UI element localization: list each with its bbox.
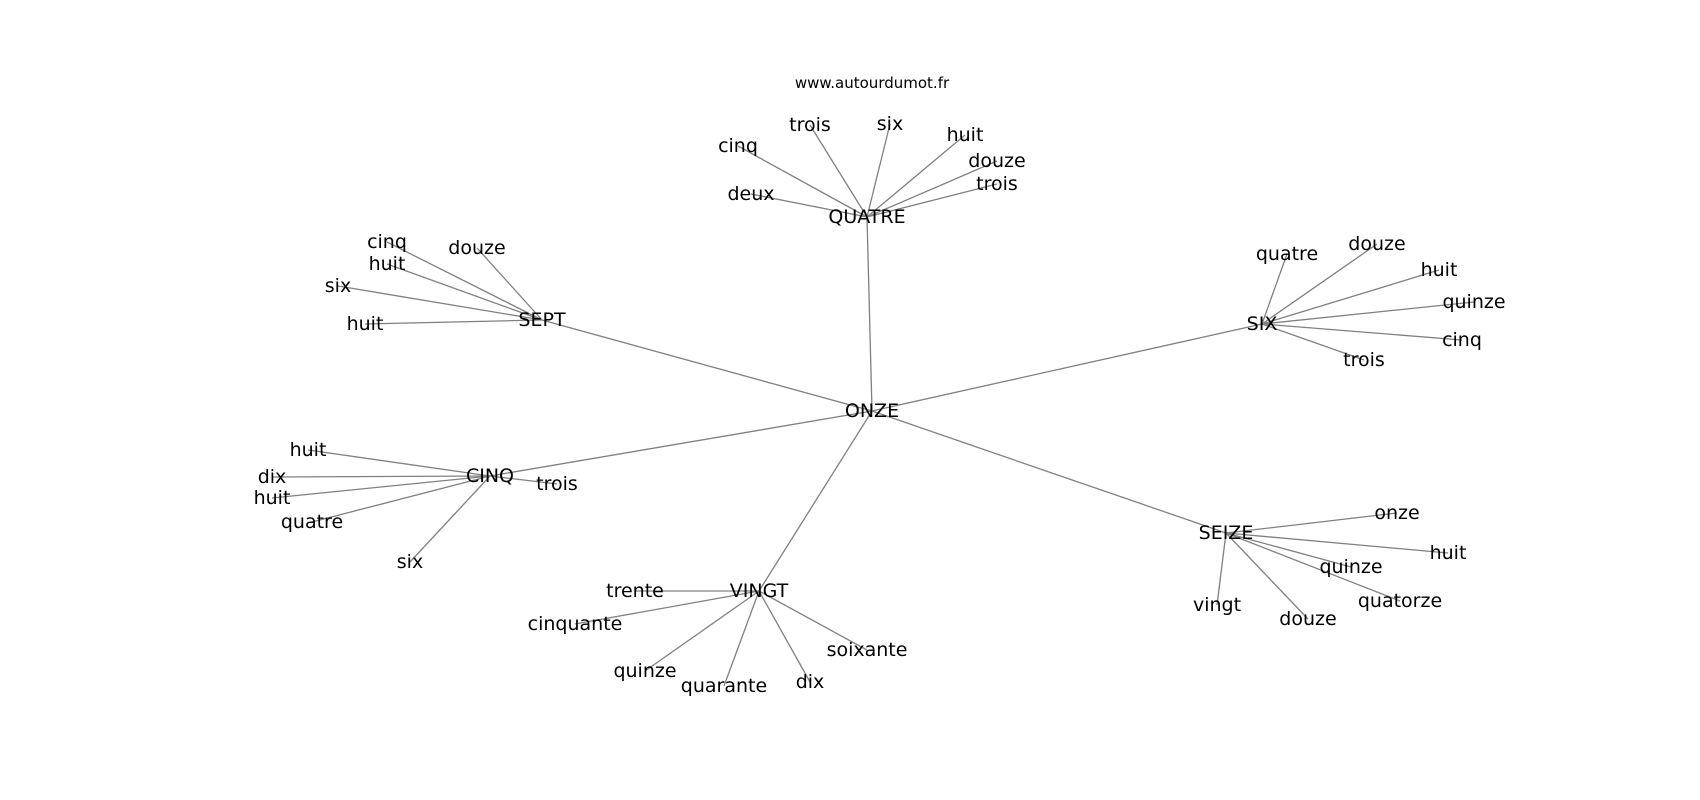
leaf-node-seize-quatorze: quatorze <box>1358 590 1442 612</box>
edge-six-trois <box>1261 323 1365 361</box>
edge-root-cinq <box>489 410 873 477</box>
leaf-node-seize-onze: onze <box>1374 502 1419 524</box>
leaf-node-quatre-cinq: cinq <box>718 135 758 157</box>
edge-root-vingt <box>758 410 873 592</box>
leaf-node-six-trois: trois <box>1343 349 1385 371</box>
leaf-node-sept-huit: huit <box>347 313 384 335</box>
edge-cinq-dix <box>271 475 491 478</box>
edge-quatre-trois <box>809 124 868 218</box>
edge-vingt-quinze <box>644 590 760 672</box>
edge-quatre-cinq <box>737 145 868 218</box>
leaf-node-six-cinq: cinq <box>1442 329 1482 351</box>
root-node-label: ONZE <box>845 400 899 422</box>
leaf-node-vingt-cinquante: cinquante <box>528 613 623 635</box>
edge-root-quatre <box>866 216 873 412</box>
hub-node-six: SIX <box>1247 313 1278 335</box>
leaf-node-sept-cinq: cinq <box>367 231 407 253</box>
edge-sept-douze <box>476 247 543 321</box>
edge-vingt-soixante <box>758 590 868 651</box>
hub-node-vingt: VINGT <box>730 580 789 602</box>
hub-node-seize: SEIZE <box>1199 522 1254 544</box>
hub-node-cinq: CINQ <box>466 465 514 487</box>
edge-cinq-huit <box>271 475 491 499</box>
edge-cinq-trois <box>489 475 558 485</box>
leaf-node-cinq-six: six <box>397 551 423 573</box>
edge-seize-quatorze <box>1225 532 1401 602</box>
leaf-node-quatre-huit: huit <box>947 124 984 146</box>
edge-sept-huit <box>386 263 543 321</box>
edge-quatre-douze <box>866 160 998 218</box>
edge-seize-quinze <box>1225 532 1352 568</box>
leaf-node-quatre-douze: douze <box>968 150 1025 172</box>
leaf-node-vingt-quinze: quinze <box>613 660 676 682</box>
leaf-node-seize-quinze: quinze <box>1319 556 1382 578</box>
leaf-node-sept-douze: douze <box>448 237 505 259</box>
leaf-node-six-quatre: quatre <box>1256 243 1318 265</box>
edge-quatre-trois <box>866 183 998 218</box>
leaf-node-cinq-dix: dix <box>258 466 287 488</box>
edge-vingt-dix <box>758 590 811 683</box>
edge-six-cinq <box>1261 323 1463 341</box>
edge-cinq-quatre <box>311 475 491 523</box>
edge-six-quatre <box>1261 253 1288 325</box>
leaf-node-cinq-quatre: quatre <box>281 511 343 533</box>
source-watermark: www.autourdumot.fr <box>795 74 950 92</box>
leaf-node-quatre-deux: deux <box>727 183 774 205</box>
edge-vingt-cinquante <box>574 590 760 625</box>
leaf-node-quatre-six: six <box>877 113 903 135</box>
edge-quatre-huit <box>866 134 966 218</box>
leaf-node-six-quinze: quinze <box>1442 291 1505 313</box>
leaf-node-quatre-trois: trois <box>976 173 1018 195</box>
leaf-node-six-huit: huit <box>1421 259 1458 281</box>
leaf-node-quatre-trois: trois <box>789 114 831 136</box>
edge-cinq-huit <box>307 449 491 477</box>
hub-node-quatre: QUATRE <box>828 206 905 228</box>
leaf-node-cinq-huit: huit <box>290 439 327 461</box>
leaf-node-sept-huit: huit <box>369 253 406 275</box>
leaf-node-vingt-soixante: soixante <box>827 639 908 661</box>
labels-layer: www.autourdumot.fr ONZE QUATRE cinq trois si… <box>254 74 1506 697</box>
edge-sept-six <box>337 285 543 321</box>
leaf-node-sept-six: six <box>325 275 351 297</box>
leaf-node-seize-douze: douze <box>1279 608 1336 630</box>
edge-sept-cinq <box>386 241 543 321</box>
leaf-node-seize-huit: huit <box>1430 542 1467 564</box>
edge-vingt-quarante <box>723 590 760 687</box>
hub-node-sept: SEPT <box>518 309 566 331</box>
edge-seize-vingt <box>1216 532 1227 606</box>
leaf-node-cinq-huit: huit <box>254 487 291 509</box>
edge-six-quinze <box>1261 301 1475 325</box>
leaf-node-cinq-trois: trois <box>536 473 578 495</box>
edge-root-six <box>871 323 1263 412</box>
leaf-node-vingt-dix: dix <box>796 671 825 693</box>
edge-quatre-deux <box>750 193 868 218</box>
leaf-node-vingt-trente: trente <box>606 580 664 602</box>
edge-six-huit <box>1261 269 1440 325</box>
leaf-node-six-douze: douze <box>1348 233 1405 255</box>
leaf-node-seize-vingt: vingt <box>1193 594 1241 616</box>
edge-seize-huit <box>1225 532 1449 554</box>
edge-seize-onze <box>1225 512 1398 534</box>
edge-six-douze <box>1261 243 1378 325</box>
edge-root-sept <box>541 319 873 412</box>
leaf-node-vingt-quarante: quarante <box>681 675 767 697</box>
edge-quatre-six <box>866 123 891 218</box>
edge-root-seize <box>871 410 1227 534</box>
edge-sept-huit <box>364 319 543 325</box>
edge-seize-douze <box>1225 532 1309 620</box>
edge-cinq-six <box>409 475 491 563</box>
edges-layer <box>271 123 1475 687</box>
